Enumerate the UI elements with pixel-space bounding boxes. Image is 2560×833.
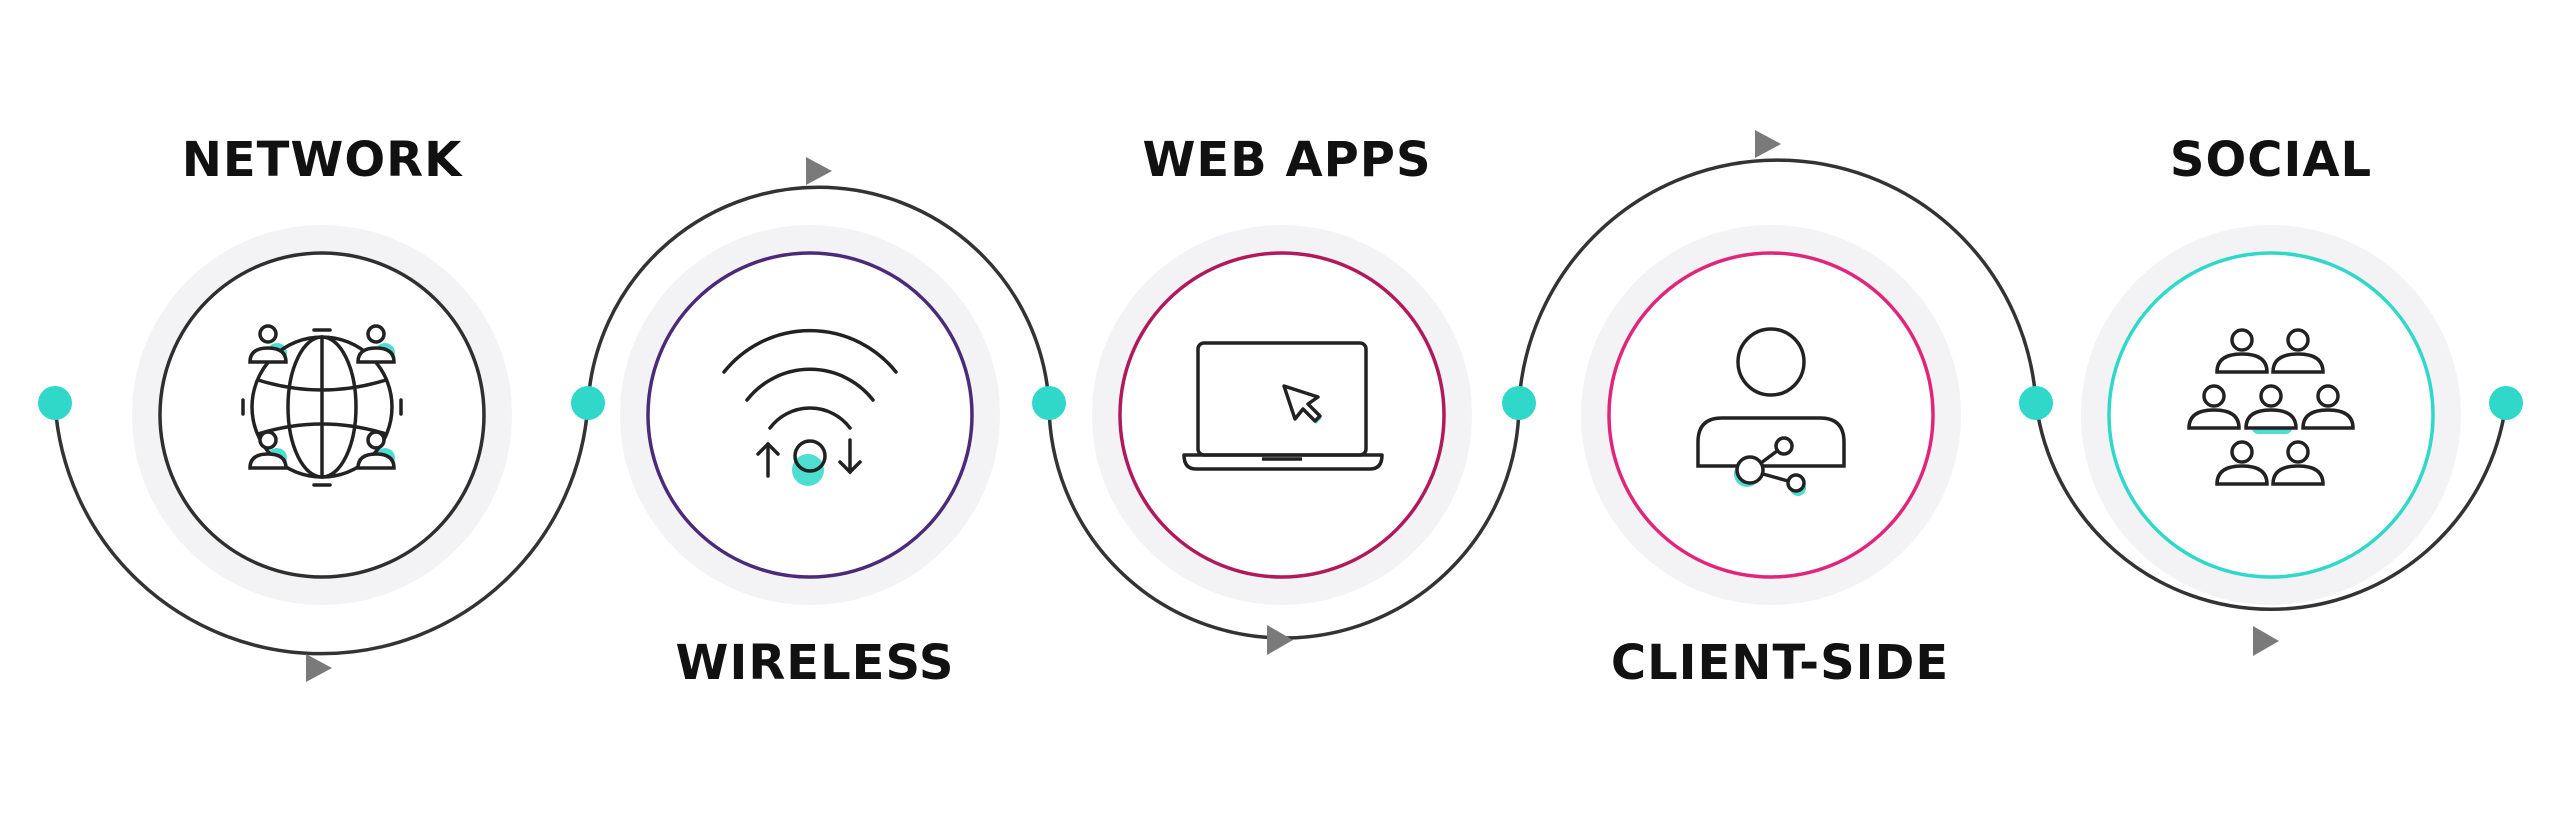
connector-social-end [2034, 402, 2508, 612]
dot [1502, 386, 1536, 420]
connector-wireless-webapps [586, 185, 1051, 404]
arrowheads [306, 130, 2279, 682]
ring-wireless [646, 251, 974, 579]
ring-clientside [1607, 251, 1935, 579]
step-label-webapps: WEB APPS [1142, 132, 1432, 188]
connector-network-wireless [53, 402, 590, 656]
step-label-wireless: WIRELESS [675, 635, 955, 691]
dot [1032, 386, 1066, 420]
user-share-icon [1696, 327, 1846, 496]
arrow-icon [306, 654, 332, 682]
step-label-social: SOCIAL [2169, 132, 2373, 188]
step-label-clientside: CLIENT-SIDE [1610, 635, 1950, 691]
dot [2489, 386, 2523, 420]
arrow-icon [806, 157, 832, 185]
group-people-icon [2187, 328, 2355, 486]
laptop-cursor-icon [1182, 341, 1384, 471]
connector-clientside-social [1517, 158, 2038, 404]
arrow-icon [1267, 625, 1293, 655]
arrow-icon [2253, 626, 2279, 656]
connection-dots [38, 386, 2523, 420]
wifi-icon [722, 328, 898, 486]
step-label-network: NETWORK [181, 132, 463, 188]
dot [38, 386, 72, 420]
globe-network-icon [241, 324, 403, 487]
arrow-icon [1755, 130, 1781, 158]
ring-webapps [1118, 251, 1446, 579]
dot [2019, 386, 2053, 420]
dot [571, 386, 605, 420]
